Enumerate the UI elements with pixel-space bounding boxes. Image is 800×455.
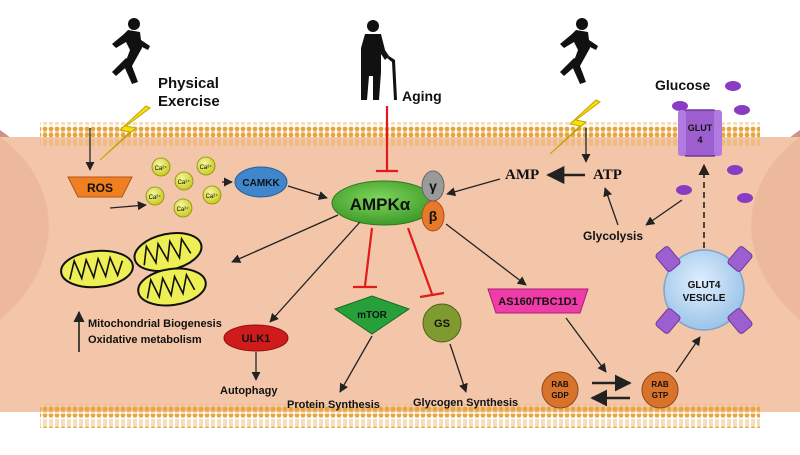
beta-label: β [429, 208, 438, 224]
arrow-camkk-to-ampk [287, 185, 328, 200]
glut4-membrane-transporter: GLUT 4 [678, 109, 722, 157]
glycolysis-label: Glycolysis [583, 229, 643, 243]
rab-gtp-node: RAB GTP [641, 371, 679, 409]
top-membrane [40, 122, 760, 146]
arrow-amp-to-ampk [446, 178, 501, 197]
gamma-label: γ [429, 178, 437, 194]
gs-node: GS [422, 303, 462, 343]
ros-node: ROS [67, 176, 133, 198]
autophagy-label: Autophagy [220, 385, 278, 397]
ulk1-node: ULK1 [223, 324, 289, 352]
ros-label: ROS [87, 181, 113, 195]
aging-label: Aging [402, 88, 442, 104]
ampk-label: AMPKα [350, 195, 411, 214]
calcium-ion: Ca²⁺ [173, 198, 193, 218]
rab-gdp-label-1: RAB [551, 380, 569, 389]
as160-label: AS160/TBC1D1 [498, 296, 577, 308]
oxidative-metabolism-label: Oxidative metabolism [88, 334, 202, 346]
arrow-mtor-to-protein-synthesis [339, 335, 373, 393]
glut4-transporter-icon [655, 246, 681, 272]
glut4-transporter-icon [727, 308, 753, 334]
calcium-ion: Ca²⁺ [202, 185, 222, 205]
glut4-transporter-icon [655, 308, 681, 334]
ampk-complex: AMPKα γ β [331, 170, 445, 232]
glut4-transporter-icon [727, 246, 753, 272]
inhibit-ampk-to-mtor [353, 227, 377, 289]
protein-synthesis-label: Protein Synthesis [287, 399, 380, 411]
calcium-label: Ca²⁺ [155, 165, 168, 172]
rab-gdp-label-2: GDP [551, 391, 569, 400]
mitochondrion-icon [60, 249, 134, 289]
physical-exercise-label-2: Exercise [158, 93, 220, 110]
arrow-ampk-to-ulk1 [269, 221, 361, 323]
arrow-glucose-to-glycolysis [645, 199, 683, 226]
camkk-label: CAMKK [242, 178, 280, 189]
glut4-membrane-label-2: 4 [697, 135, 702, 145]
calcium-label: Ca²⁺ [200, 164, 213, 171]
mito-biogenesis-label: Mitochondrial Biogenesis [88, 318, 222, 330]
activation-arrows [73, 128, 710, 407]
arrow-rab-to-vesicle [675, 336, 701, 373]
inhibit-aging-to-ampk [376, 106, 398, 173]
ulk1-label: ULK1 [242, 333, 271, 345]
camkk-node: CAMKK [234, 166, 288, 198]
rab-gtp-label-1: RAB [651, 380, 669, 389]
arrow-as160-to-rab [565, 317, 607, 373]
calcium-ion: Ca²⁺ [174, 171, 194, 191]
calcium-label: Ca²⁺ [178, 179, 191, 186]
glycogen-synthesis-label: Glycogen Synthesis [413, 397, 518, 409]
mtor-node: mTOR [333, 295, 411, 335]
bottom-membrane [40, 404, 760, 428]
elderly-person-icon [361, 20, 397, 100]
glut4-vesicle-label-2: VESICLE [683, 293, 726, 304]
glut4-vesicle-label-1: GLUT4 [688, 280, 721, 291]
runner-icon [112, 18, 150, 84]
mtor-label: mTOR [357, 310, 388, 321]
runner-icon-2 [560, 18, 598, 84]
arrow-glycolysis-to-atp [603, 187, 619, 226]
arrow-ampk-to-mitochondria [231, 214, 339, 263]
gs-label: GS [434, 318, 450, 330]
arrow-ampk-to-as160 [445, 223, 527, 286]
mitochondria-group [60, 232, 207, 307]
mitochondrion-icon [137, 267, 207, 307]
glut4-membrane-label-1: GLUT [688, 123, 713, 133]
arrow-gs-to-glycogen-synthesis [449, 343, 468, 393]
calcium-label: Ca²⁺ [149, 194, 162, 201]
glut4-vesicle: GLUT4 VESICLE [655, 246, 753, 334]
inhibition-lines [353, 106, 445, 299]
rab-gdp-node: RAB GDP [541, 371, 579, 409]
rab-gtp-label-2: GTP [652, 391, 669, 400]
arrow-ros-to-calcium [109, 201, 147, 211]
atp-label: ATP [593, 167, 622, 183]
glucose-molecules [672, 81, 753, 203]
physical-exercise-label-1: Physical [158, 75, 219, 92]
lightning-bolt-icon-2 [549, 99, 601, 155]
inhibit-ampk-to-gs [406, 227, 445, 299]
calcium-ion: Ca²⁺ [145, 186, 165, 206]
calcium-label: Ca²⁺ [206, 193, 219, 200]
calcium-ion: Ca²⁺ [196, 156, 216, 176]
calcium-ion: Ca²⁺ [151, 157, 171, 177]
as160-node: AS160/TBC1D1 [487, 288, 589, 314]
lightning-bolt-icon [99, 105, 151, 161]
calcium-label: Ca²⁺ [177, 206, 190, 213]
calcium-ions: Ca²⁺ Ca²⁺ Ca²⁺ Ca²⁺ Ca²⁺ Ca²⁺ [145, 156, 222, 218]
glucose-label: Glucose [655, 77, 710, 93]
amp-label: AMP [505, 167, 539, 183]
